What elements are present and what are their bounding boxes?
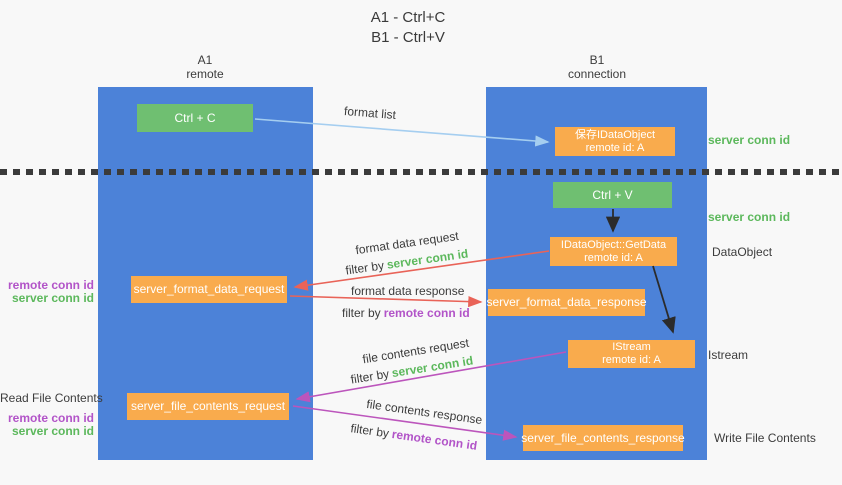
node-istream: IStream remote id: A [568, 340, 695, 368]
label-istream-right: Istream [708, 348, 749, 362]
lane-right-name: B1 [589, 53, 605, 67]
node-ctrl-c: Ctrl + C [137, 104, 253, 132]
label-server-conn-id-mid-right: server conn id [708, 210, 791, 224]
lane-left-name: A1 [197, 53, 213, 67]
filter-by-text: filter by [342, 306, 381, 320]
lane-header-left: A1 remote [145, 53, 265, 81]
label-remote-conn-id-left-2: remote conn id [7, 411, 94, 425]
node-format-response-label: server_format_data_response [486, 295, 647, 309]
lane-left-subtitle: remote [186, 67, 224, 81]
filter-by-text: filter by [349, 366, 391, 387]
label-read-file-contents: Read File Contents [0, 391, 103, 405]
label-server-conn-id-left-2: server conn id [11, 424, 94, 438]
node-server-file-contents-response: server_file_contents_response [521, 425, 685, 451]
node-format-request-label: server_format_data_request [133, 282, 285, 296]
node-save-line1: 保存IDataObject [574, 128, 656, 141]
label-write-file-contents: Write File Contents [714, 431, 816, 445]
filter-by-text: filter by [344, 258, 385, 278]
filter-by-text: filter by [349, 421, 390, 441]
title-line-2: B1 - Ctrl+V [371, 29, 445, 46]
node-idataobject-getdata: IDataObject::GetData remote id: A [550, 237, 677, 266]
node-istream-line1: IStream [612, 341, 651, 353]
label-dataobject: DataObject [712, 245, 773, 259]
node-istream-line2: remote id: A [602, 354, 661, 366]
node-ctrl-v-label: Ctrl + V [592, 187, 633, 202]
node-server-file-contents-request: server_file_contents_request [127, 393, 289, 420]
lane-header-right: B1 connection [537, 53, 657, 81]
label-format-data-response: format data response [351, 284, 465, 298]
title-line-1: A1 - Ctrl+C [370, 9, 446, 26]
node-ctrl-v: Ctrl + V [553, 182, 672, 208]
label-file-contents-response: file contents response [365, 396, 484, 428]
lane-right-subtitle: connection [567, 67, 627, 81]
label-filter-by-remote-conn-id-2: filter byremote conn id [350, 421, 478, 453]
node-save-idataobject: 保存IDataObject remote id: A [555, 127, 675, 156]
label-format-list: format list [343, 103, 397, 123]
node-getdata-line2: remote id: A [584, 251, 643, 264]
dashed-separator-line [0, 169, 842, 175]
remote-conn-id-text: remote conn id [383, 306, 470, 320]
label-remote-conn-id-left-1: remote conn id [7, 278, 94, 292]
label-server-conn-id-left-1: server conn id [11, 291, 94, 305]
node-server-format-data-request: server_format_data_request [131, 276, 287, 303]
node-server-format-data-response: server_format_data_response [486, 289, 647, 316]
diagram-title: A1 - Ctrl+C B1 - Ctrl+V [288, 8, 528, 48]
node-file-response-label: server_file_contents_response [521, 430, 685, 445]
node-save-line2: remote id: A [585, 141, 645, 154]
node-getdata-line1: IDataObject::GetData [560, 238, 667, 251]
label-server-conn-id-top-right: server conn id [708, 133, 791, 147]
remote-conn-id-text: remote conn id [390, 426, 479, 453]
node-file-request-label: server_file_contents_request [130, 399, 286, 413]
node-ctrl-c-label: Ctrl + C [174, 110, 216, 125]
